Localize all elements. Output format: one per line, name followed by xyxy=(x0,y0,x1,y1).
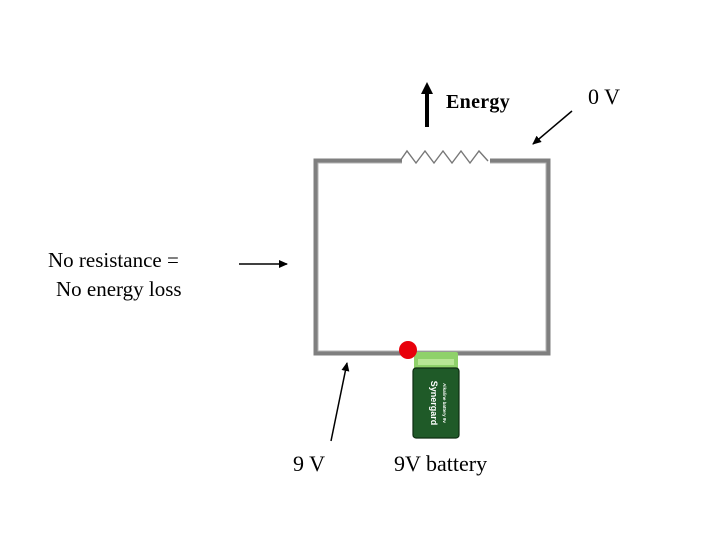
zero-volt-label: 0 V xyxy=(588,84,620,109)
no-resistance-label-line1: No resistance = xyxy=(48,248,179,272)
no-resistance-label-line2: No energy loss xyxy=(56,277,182,301)
battery-caption: 9V battery xyxy=(394,451,488,476)
battery-brand-label: Synergard xyxy=(429,381,439,426)
nine-volt-label: 9 V xyxy=(293,451,325,476)
red-marker-dot xyxy=(399,341,417,359)
energy-label: Energy xyxy=(446,91,511,113)
circuit-wire xyxy=(313,158,551,356)
energy-arrow xyxy=(421,82,433,127)
nine-volt-pointer-arrow xyxy=(330,362,350,442)
zero-volt-pointer-arrow xyxy=(532,110,573,145)
battery-subtitle-label: Alkaline battery 9v xyxy=(442,383,447,423)
resistor-symbol xyxy=(399,149,489,165)
battery-body xyxy=(413,368,459,438)
battery-image: Synergard Alkaline battery 9v xyxy=(412,352,460,439)
